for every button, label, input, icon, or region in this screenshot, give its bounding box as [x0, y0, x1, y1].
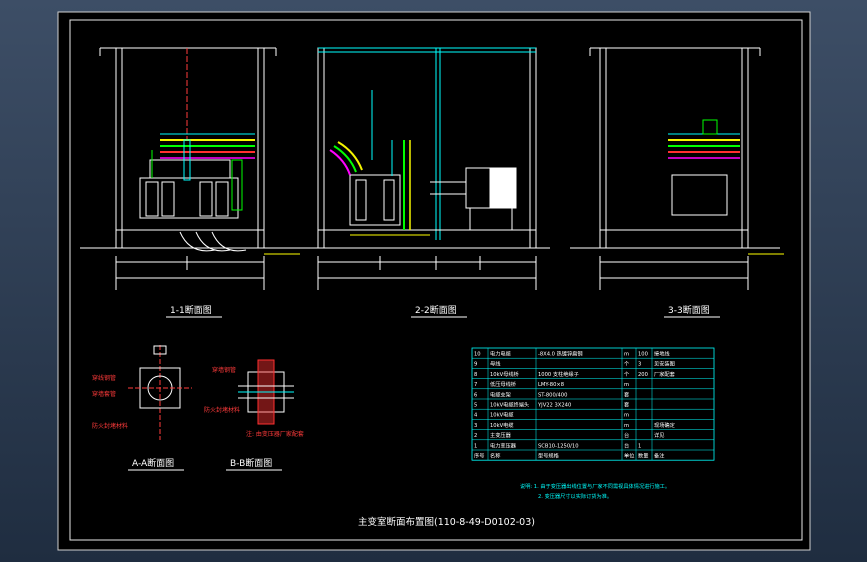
- table-cell: YJV22 3X240: [537, 403, 571, 409]
- table-cell: 个: [624, 371, 630, 378]
- section-1-1: [80, 47, 300, 290]
- table-cell: 主变压器: [490, 431, 512, 439]
- table-cell: 个: [624, 361, 630, 368]
- section-title-3-3: 3-3断面图: [668, 304, 710, 316]
- table-cell: 电缆支架: [490, 390, 511, 398]
- inner-frame: [69, 19, 803, 541]
- note-line-2: 2. 变压器尺寸以实际订货为准。: [538, 492, 612, 500]
- table-cell: 7: [474, 382, 477, 388]
- table-header-cell: 数量: [638, 452, 648, 460]
- table-cell: 电力变压器: [490, 441, 517, 449]
- bb-label-2: 注: 由变压器厂家配套: [246, 430, 304, 438]
- table-cell: 1: [638, 443, 641, 449]
- detail-title-bb: B-B断面图: [230, 457, 272, 469]
- detail-title-aa: A-A断面图: [132, 457, 174, 469]
- aa-label-2: 防火封堵材料: [92, 422, 128, 430]
- detail-a-a: [128, 345, 192, 440]
- table-cell: 10: [474, 352, 481, 358]
- table-cell: 4: [474, 413, 478, 419]
- table-cell: ST-800/400: [538, 392, 567, 398]
- table-cell: 接地线: [654, 350, 670, 358]
- table-cell: 5: [474, 403, 477, 409]
- table-cell: 1000 支柱绝缘子: [538, 370, 579, 378]
- table-cell: 10kV电缆: [490, 411, 514, 419]
- table-cell: m: [624, 413, 629, 419]
- table-cell: 8: [474, 372, 477, 378]
- aa-label-0: 穿线钢管: [92, 374, 116, 382]
- table-cell: 现场确定: [654, 421, 675, 429]
- detail-b-b: [238, 359, 294, 425]
- table-header-cell: 单位: [624, 452, 634, 460]
- table-cell: m: [624, 382, 629, 388]
- table-frame: [471, 347, 715, 461]
- sheet-border: [57, 11, 811, 551]
- table-cell: 10kV母线桥: [490, 370, 520, 378]
- note-line-1: 说明: 1. 由于变压器出线位置与厂家不同需视具体情况进行施工。: [520, 482, 670, 490]
- table-header-cell: 备注: [654, 452, 664, 460]
- table-cell: 3: [474, 423, 477, 429]
- table-cell: 3: [638, 362, 641, 368]
- table-cell: 厂家配套: [654, 370, 676, 378]
- table-cell: 10kV电缆: [490, 421, 514, 429]
- section-3-3: [570, 47, 784, 290]
- bb-label-1: 防火封堵材料: [204, 406, 240, 414]
- section-2-2: [300, 47, 550, 290]
- table-cell: 低压母线桥: [490, 380, 517, 388]
- table-cell: 台: [624, 441, 629, 449]
- table-cell: 详见: [654, 431, 664, 439]
- table-cell: LMY-80×8: [538, 382, 564, 388]
- table-cell: 台: [624, 431, 629, 439]
- table-cell: 6: [474, 392, 477, 398]
- bb-label-0: 穿墙钢管: [212, 366, 236, 374]
- main-title: 主变室断面布置图(110-8-49-D0102-03): [358, 516, 535, 528]
- table-cell: 套: [624, 390, 630, 398]
- table-header-cell: 型号规格: [538, 452, 560, 460]
- table-cell: 9: [474, 362, 477, 368]
- table-cell: 见安装图: [654, 360, 675, 368]
- aa-label-1: 穿墙套管: [92, 390, 116, 398]
- table-cell: m: [624, 352, 629, 358]
- table-cell: 200: [638, 372, 648, 378]
- table-cell: 电力电缆: [490, 350, 511, 358]
- table-cell: -8X4.0 热镀锌扁钢: [538, 350, 583, 358]
- table-cell: 套: [624, 401, 630, 409]
- table-header-cell: 名称: [490, 452, 500, 460]
- table-cell: 1: [474, 443, 477, 449]
- table-cell: m: [624, 423, 629, 429]
- table-header-cell: 序号: [474, 452, 484, 460]
- table-cell: 10kV电缆终端头: [490, 401, 529, 409]
- table-cell: 母线: [490, 360, 500, 368]
- section-title-1-1: 1-1断面图: [170, 304, 212, 316]
- table-cell: SCB10-1250/10: [538, 443, 579, 449]
- table-cell: 2: [474, 433, 477, 439]
- section-title-2-2: 2-2断面图: [415, 304, 457, 316]
- table-cell: 100: [638, 352, 648, 358]
